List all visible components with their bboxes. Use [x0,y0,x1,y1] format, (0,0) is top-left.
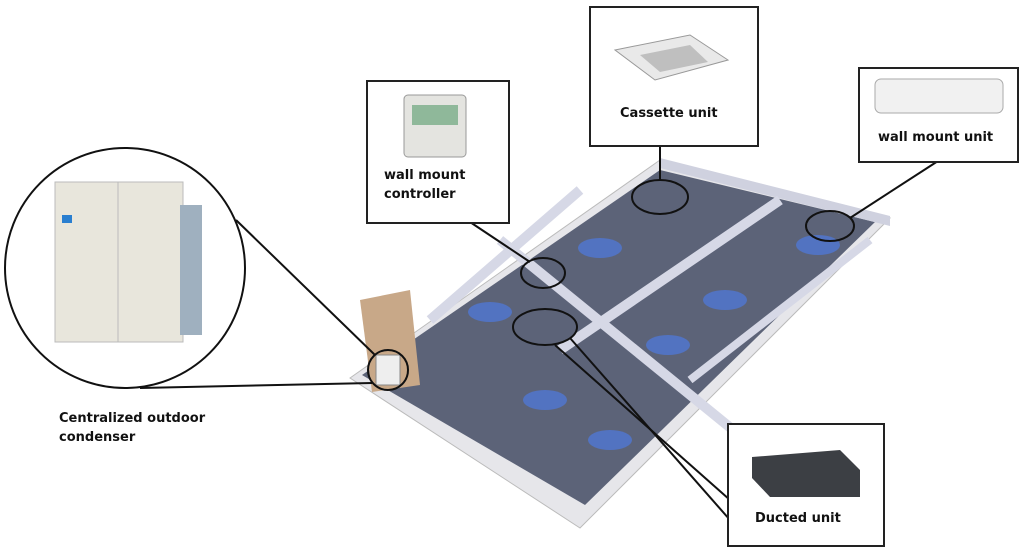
exterior-wall [360,290,420,392]
connector-line [849,160,939,219]
wall-unit-callout-box [858,67,1019,163]
connector-line [139,382,373,389]
connector-line [554,344,731,501]
partition-wall [557,195,783,355]
airflow [468,302,512,322]
ducted-label: Ducted unit [755,511,841,526]
cassette-callout-box [589,6,759,147]
airflow [578,238,622,258]
controller-label: wall mount controller [384,166,465,204]
wall-unit-circle [805,210,855,242]
partition-wall [687,236,873,384]
condenser-unit-image [54,181,202,343]
condenser-circle [367,349,409,391]
connector-line [569,337,731,521]
wall-unit-label: wall mount unit [878,130,994,145]
airflow [703,290,747,310]
condenser-label-line2: condenser [59,430,136,445]
partition-wall [426,186,584,324]
building-cutaway [349,158,891,529]
back-wall [660,158,890,226]
cassette-label: Cassette unit [620,106,718,121]
controller-label-line2: controller [384,187,456,202]
airflow [588,430,632,450]
partition-wall [496,236,774,464]
outdoor-unit-small [375,354,401,386]
condenser-label-line1: Centralized outdoor [59,411,206,426]
airflow [646,335,690,355]
controller-circle [520,257,566,289]
controller-label-line1: wall mount [384,168,466,183]
condenser-label: Centralized outdoor condenser [59,409,205,447]
connector-line [235,219,376,356]
ducted-callout-box [727,423,885,547]
airflow [523,390,567,410]
ducted-circle [512,308,578,346]
connector-line [469,221,531,263]
